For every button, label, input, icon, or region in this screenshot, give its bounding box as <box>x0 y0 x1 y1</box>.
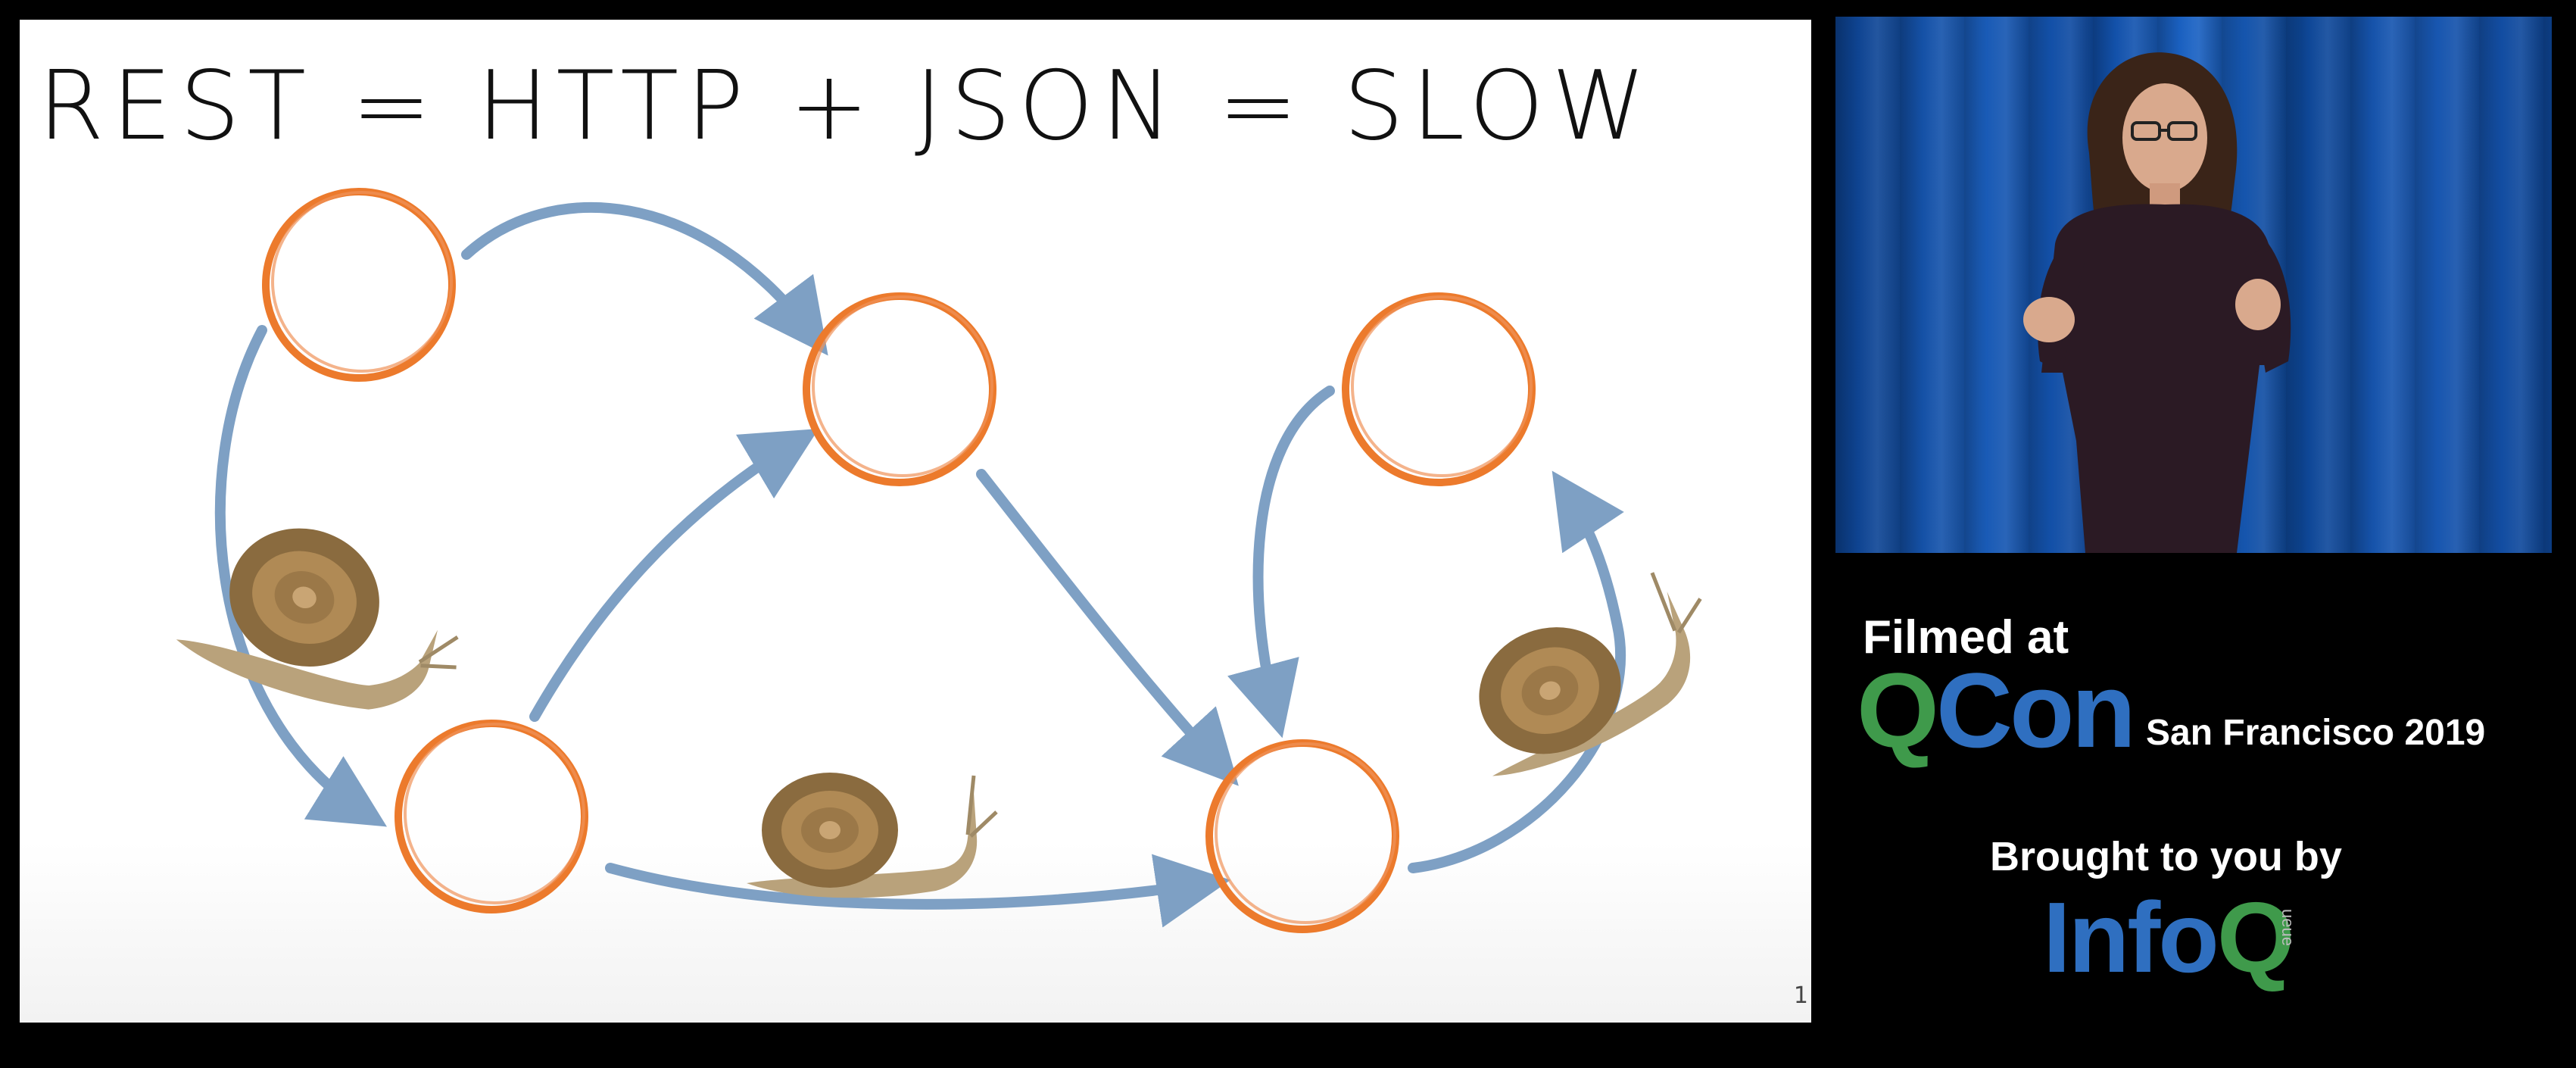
event-name: San Francisco 2019 <box>2146 713 2486 753</box>
arrow-c-to-e <box>605 854 1231 928</box>
arrow-b-to-e <box>976 469 1239 786</box>
brought-by-label: Brought to you by <box>1990 834 2342 879</box>
infoq-logo-q: Q <box>2216 882 2295 993</box>
infoq-logo: InfoQ <box>2043 888 2295 988</box>
filmed-at-label: Filmed at <box>1863 611 2069 664</box>
snail-left <box>176 528 459 710</box>
presentation-slide: REST = HTTP + JSON = SLOW <box>20 20 1811 1023</box>
slide-number: 1 <box>1793 982 1808 1009</box>
arrow-a-to-c <box>214 325 387 827</box>
qcon-logo-q: Q <box>1857 651 1939 770</box>
arrow-a-to-b <box>461 201 828 356</box>
event-branding: Filmed at QCon San Francisco 2019 Brough… <box>1835 598 2552 1023</box>
qcon-logo-con: Con <box>1935 651 2136 770</box>
qcon-logo: QCon <box>1857 657 2136 764</box>
slide-title: REST = HTTP + JSON = SLOW <box>38 50 1654 161</box>
infoq-queue-label: ueue <box>2278 909 2297 946</box>
slide-diagram <box>176 188 1702 933</box>
arrow-c-to-b <box>529 428 819 722</box>
snail-bottom <box>747 773 998 898</box>
infoq-logo-info: Info <box>2043 882 2219 993</box>
snail-right <box>1479 572 1702 776</box>
arrow-d-to-e <box>1227 386 1335 739</box>
speaker-figure <box>2023 52 2291 553</box>
arrow-e-to-d <box>1408 470 1626 873</box>
speaker-video <box>1835 17 2552 553</box>
